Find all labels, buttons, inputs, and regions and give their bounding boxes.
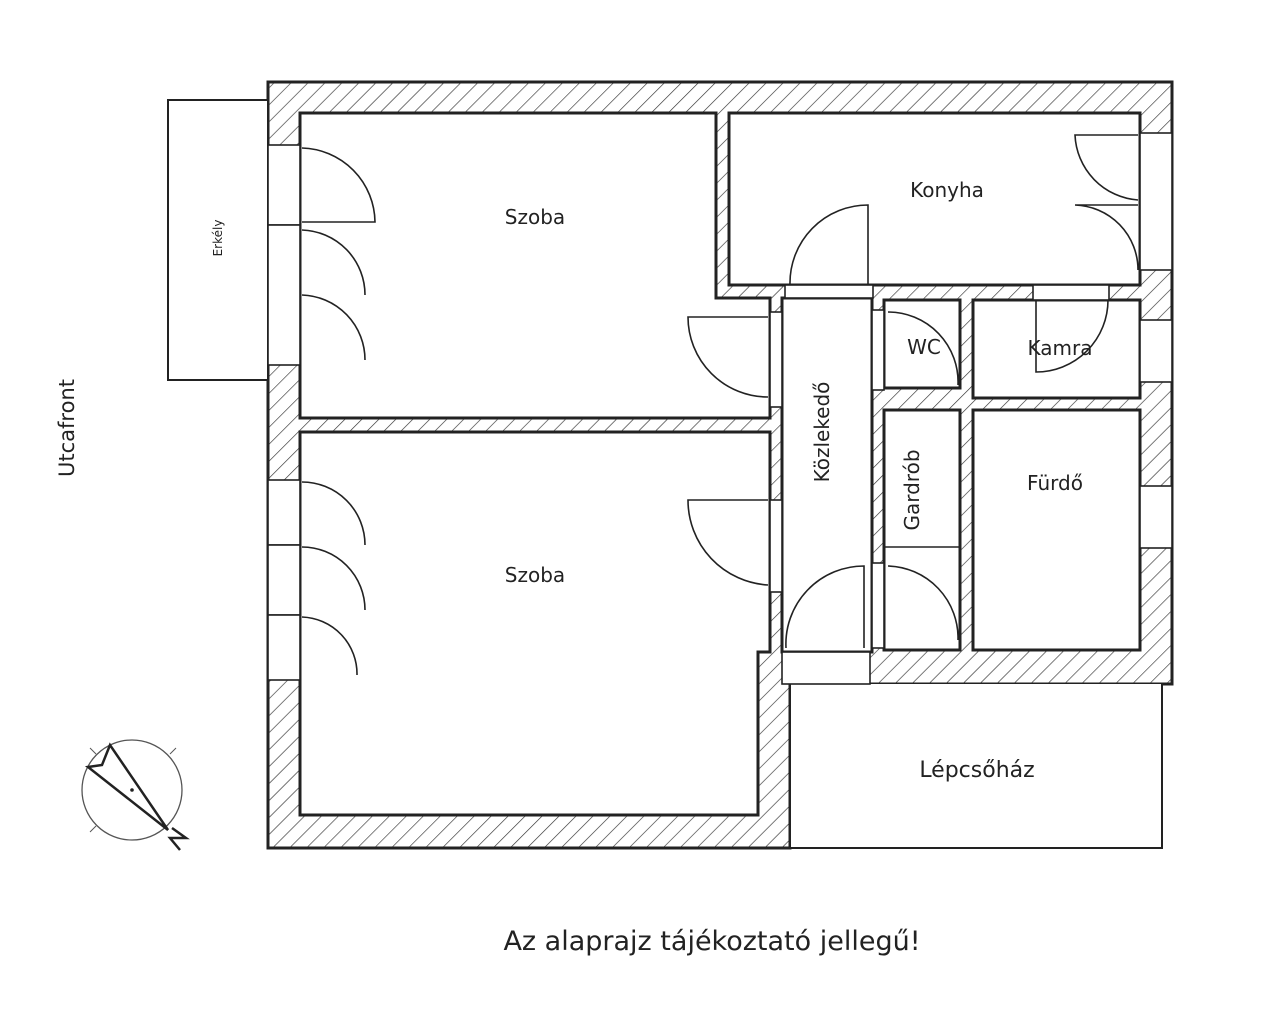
label-szoba-1: Szoba [505, 205, 565, 229]
room-szoba-1 [298, 111, 772, 420]
window [267, 144, 301, 226]
label-wc: WC [907, 335, 941, 359]
label-gardrob: Gardrób [900, 449, 924, 530]
window [267, 479, 301, 546]
staircase [789, 684, 1163, 849]
label-furdo: Fürdő [1027, 471, 1083, 495]
window [267, 544, 301, 616]
label-konyha: Konyha [910, 178, 984, 202]
room-szoba-2 [298, 430, 772, 817]
room-konyha [727, 111, 1142, 287]
door-opening [769, 311, 783, 408]
door-opening [871, 309, 885, 391]
door-swings [301, 134, 1139, 676]
door-opening [1032, 284, 1110, 301]
door-opening [871, 562, 885, 649]
label-kozlekedo: Közlekedő [810, 382, 834, 483]
window [1139, 485, 1173, 549]
window [1139, 319, 1173, 383]
label-lepcsohaz: Lépcsőház [919, 758, 1034, 783]
label-erkely: Erkély [211, 220, 225, 257]
door-opening [769, 499, 783, 593]
window [267, 614, 301, 681]
label-kamra: Kamra [1028, 336, 1093, 360]
window [1139, 132, 1173, 271]
label-utcafront: Utcafront [55, 379, 79, 477]
footer-disclaimer: Az alaprajz tájékoztató jellegű! [503, 926, 920, 957]
balcony [167, 99, 269, 381]
label-szoba-2: Szoba [505, 563, 565, 587]
window [267, 224, 301, 366]
door-opening [784, 284, 874, 299]
room-gardrob [882, 408, 962, 652]
room-kozlekedo [780, 296, 874, 654]
compass-north-arrow-icon [81, 739, 190, 851]
entrance-threshold [781, 651, 871, 685]
room-furdo [971, 408, 1142, 652]
